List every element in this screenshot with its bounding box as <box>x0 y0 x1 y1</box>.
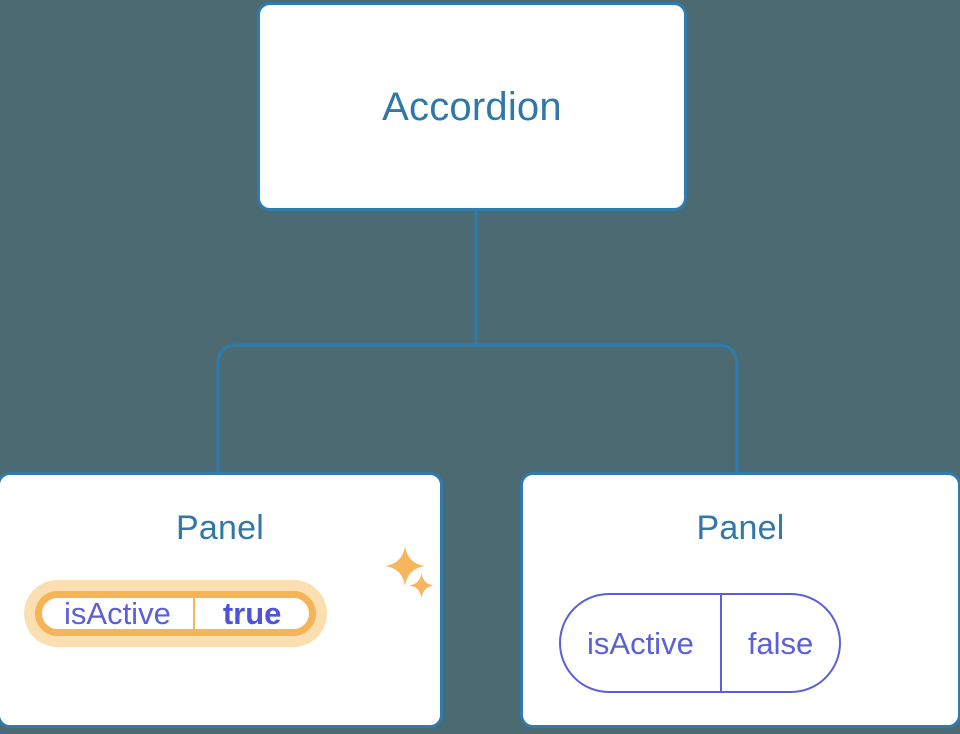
prop-key-isactive: isActive <box>587 625 694 661</box>
prop-key-isactive: isActive <box>64 596 171 631</box>
node-panel-inactive[interactable]: Panel isActive false <box>520 472 960 728</box>
prop-pill-isactive-true[interactable]: isActive true <box>35 591 317 636</box>
node-panel-inactive-title: Panel <box>696 509 785 547</box>
prop-value-true: true <box>192 598 310 629</box>
prop-pill-glow-ring: isActive true <box>24 580 328 647</box>
prop-pill-isactive-false-wrap: isActive false <box>559 593 842 693</box>
prop-pill-isactive-true-wrap: isActive true <box>24 580 328 647</box>
node-panel-active-title: Panel <box>176 509 264 547</box>
connector-branch-right <box>476 343 739 474</box>
node-accordion[interactable]: Accordion <box>257 2 687 211</box>
connector-branch-left <box>216 343 476 474</box>
prop-value-false: false <box>719 595 839 691</box>
node-accordion-title: Accordion <box>382 84 562 129</box>
prop-pill-isactive-false[interactable]: isActive false <box>559 593 842 693</box>
node-panel-active[interactable]: Panel isActive true <box>0 472 443 728</box>
